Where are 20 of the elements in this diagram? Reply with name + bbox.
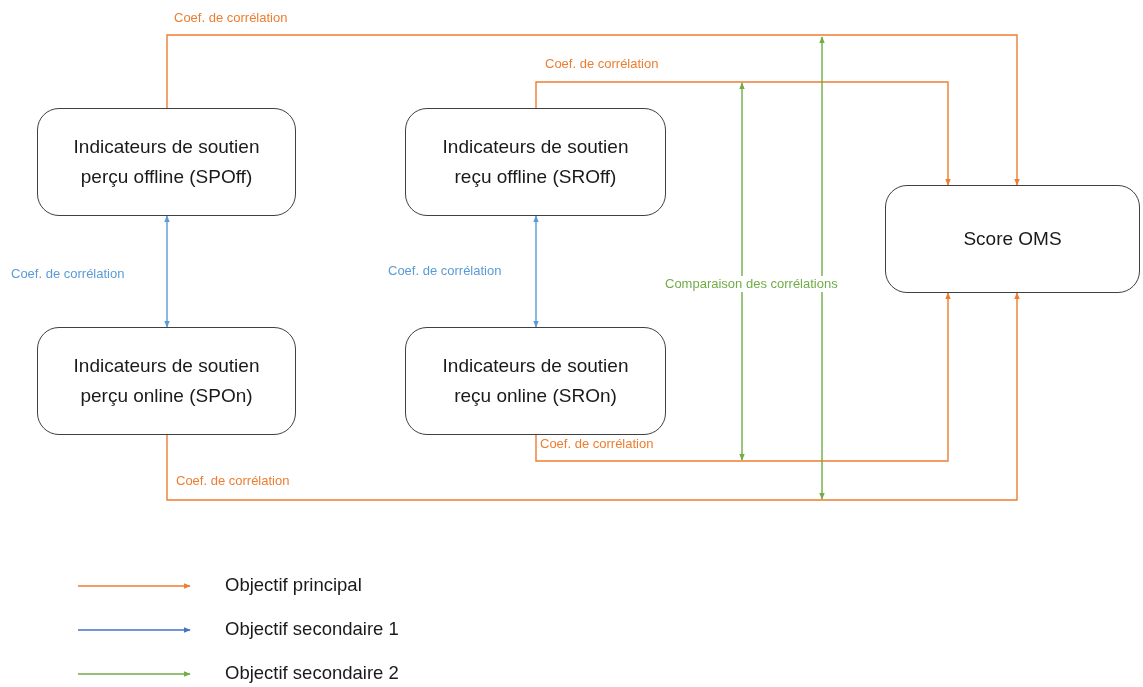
legend-text: Objectif principal	[225, 573, 362, 597]
rounded-box	[405, 108, 666, 216]
connector-arrow	[166, 292, 1020, 501]
node-text: Indicateurs de soutien reçu offline (SROff)	[441, 135, 630, 189]
rounded-box	[885, 185, 1140, 293]
legend-text: Objectif secondaire 1	[225, 617, 399, 641]
rounded-box	[37, 108, 296, 216]
connector-arrow	[535, 81, 951, 186]
comparison-label: Comparaison des corrélations	[664, 276, 839, 292]
legend-text: Objectif secondaire 2	[225, 661, 399, 685]
node-text: Score OMS	[963, 227, 1062, 251]
node-text: Indicateurs de soutien perçu online (SPOn)	[72, 354, 261, 408]
connector-arrow	[533, 215, 539, 328]
rounded-box	[37, 327, 296, 435]
connector-arrow	[166, 34, 1020, 186]
connector-arrow	[164, 215, 170, 328]
node-text: Indicateurs de soutien reçu online (SROn)	[441, 354, 630, 408]
rounded-box	[405, 327, 666, 435]
node-text: Indicateurs de soutien perçu offline (SPOff)	[72, 135, 261, 189]
connector-arrow	[535, 292, 951, 462]
